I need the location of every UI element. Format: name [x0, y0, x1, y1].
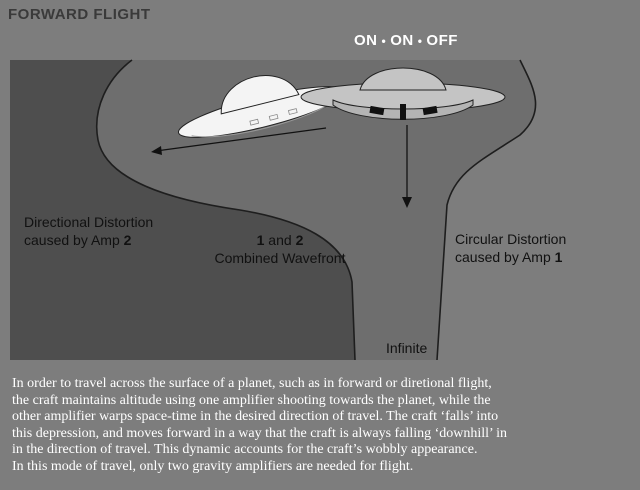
- level-craft: [300, 67, 506, 120]
- directional-distortion-region: [10, 60, 355, 360]
- downward-thrust-arrow: [402, 125, 412, 208]
- circular-distortion-boundary: [436, 59, 537, 361]
- amplifier-2: [369, 105, 385, 116]
- amp-state-2: ON: [390, 32, 414, 49]
- diagram-title: FORWARD FLIGHT: [8, 6, 151, 23]
- directional-distortion-label: Directional Distortion caused by Amp 2: [24, 214, 154, 248]
- amplifier-status: ON • ON • OFF: [354, 32, 458, 49]
- separator-dot: •: [381, 33, 387, 48]
- amplifier-3: [422, 105, 438, 116]
- circular-distortion-label: Circular Distortion caused by Amp 1: [455, 231, 567, 265]
- directional-distortion-boundary: [96, 59, 356, 361]
- amp-state-1: ON: [354, 32, 378, 49]
- caption: In order to travel across the surface of…: [12, 376, 508, 474]
- infinite-label: Infinite: [386, 340, 428, 356]
- amp-state-3: OFF: [426, 32, 458, 49]
- amplifier-1: [400, 104, 406, 120]
- separator-dot: •: [417, 33, 423, 48]
- combined-wavefront-label: 1 and 2 Combined Wavefront: [214, 232, 346, 266]
- direction-of-travel-arrow: [151, 127, 327, 155]
